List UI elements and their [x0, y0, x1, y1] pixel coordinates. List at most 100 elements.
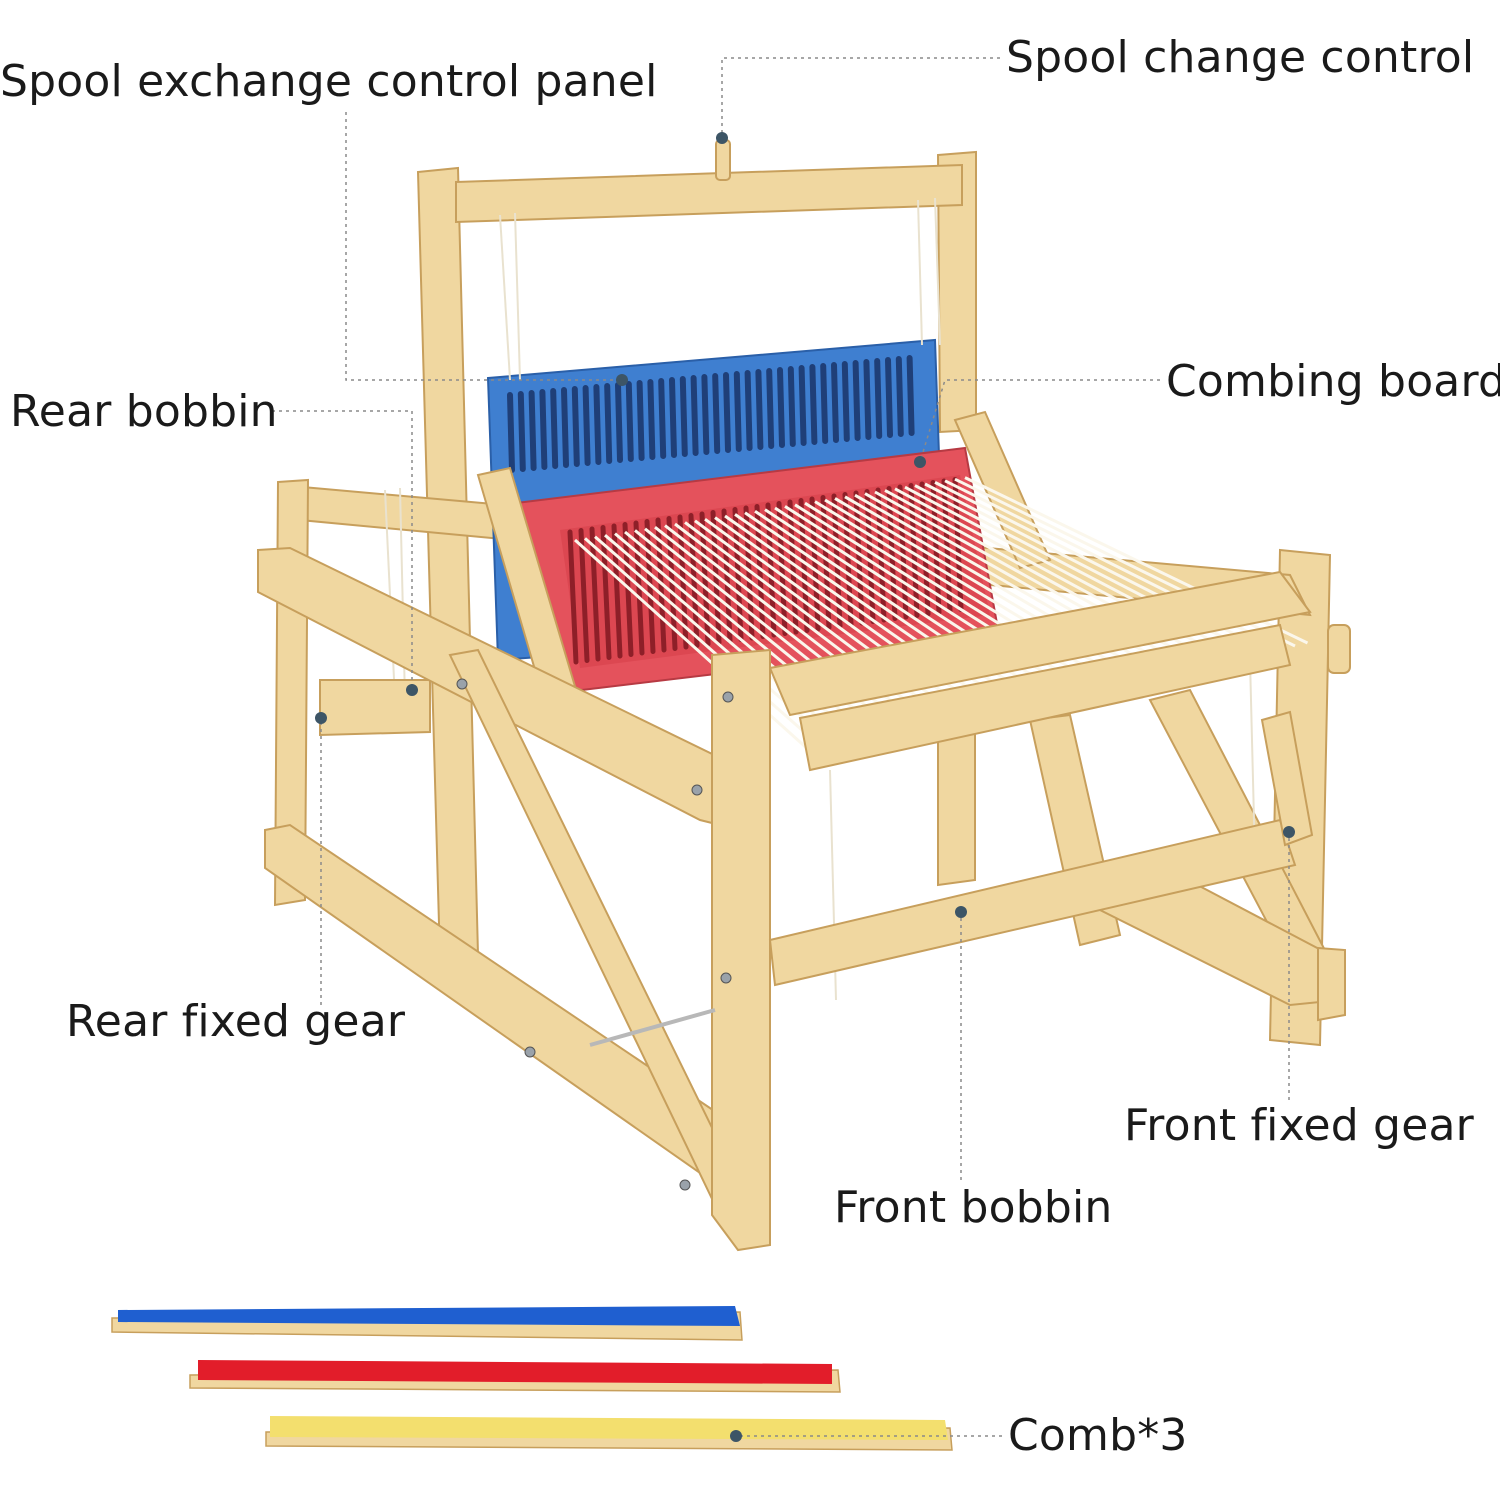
blue-comb-tooth — [733, 371, 742, 452]
label-front-bobbin: Front bobbin — [834, 1182, 1113, 1233]
front-gear-bracket — [1260, 710, 1314, 847]
front-top-rail — [768, 570, 1312, 717]
red-comb-tooth — [765, 502, 777, 638]
blue-comb-tooth — [625, 381, 634, 462]
warp-thread — [584, 537, 834, 759]
red-comb-tooth — [809, 496, 821, 632]
dot-spool-change-control — [716, 132, 728, 144]
warp-thread — [704, 517, 984, 723]
front-bobbin-rod — [768, 818, 1297, 987]
warp-thread — [654, 526, 921, 738]
red-comb-tooth — [578, 528, 590, 663]
dot-rear-fixed-gear — [315, 712, 327, 724]
label-comb-count: Comb*3 — [1008, 1410, 1188, 1461]
blue-comb-tooth — [809, 364, 818, 445]
red-comb-tooth — [611, 523, 623, 659]
blue-comb-tooth — [593, 384, 602, 465]
blue-comb-tooth — [647, 379, 656, 460]
leader-combing-board — [919, 379, 1160, 463]
label-spool-change-control: Spool change control — [1006, 32, 1475, 83]
metal-rod — [589, 1008, 716, 1047]
blue-comb-tooth — [712, 373, 721, 454]
red-comb-tooth — [908, 483, 920, 618]
blue-comb-tooth — [766, 368, 775, 449]
blue-comb-tooth — [831, 362, 839, 443]
red-comb-tooth — [787, 499, 799, 635]
red-comb-tooth — [897, 484, 909, 620]
blue-comb-tooth — [744, 370, 753, 451]
blue-comb-tooth — [679, 376, 688, 457]
blue-comb-tooth — [852, 360, 861, 441]
blue-comb-tooth — [571, 386, 580, 467]
label-spool-exchange-control-panel: Spool exchange control panel — [0, 56, 658, 107]
dot-comb — [730, 1430, 742, 1442]
blue-comb-tooth — [507, 392, 515, 473]
blue-comb-tooth — [701, 374, 710, 455]
blue-comb-tooth — [906, 355, 915, 436]
red-comb-tooth — [589, 526, 601, 662]
blue-comb-tooth — [539, 389, 548, 470]
red-comb-tooth — [600, 525, 612, 660]
blue-comb-tooth — [582, 385, 591, 466]
red-comb-tooth — [831, 493, 843, 629]
blue-comb-tooth — [885, 357, 893, 438]
dot-combing-board — [914, 456, 926, 468]
warp-thread — [694, 519, 971, 726]
warp-thread — [573, 538, 822, 762]
spool-change-peg — [715, 139, 731, 181]
blue-comb-tooth — [690, 375, 699, 456]
leader-rear-bobbin — [272, 410, 413, 690]
red-comb-tooth — [567, 529, 579, 665]
front-right-foot — [1317, 946, 1346, 1022]
red-comb-tooth — [754, 504, 766, 639]
blue-comb-tooth — [658, 378, 667, 459]
warp-thread — [664, 524, 934, 735]
red-comb-tooth — [919, 481, 931, 617]
blue-comb-tooth — [841, 361, 850, 442]
blue-comb-tooth — [636, 380, 645, 461]
screws — [456, 678, 734, 1191]
leader-lines — [272, 57, 1290, 1437]
blue-comb-tooth — [895, 356, 904, 437]
blue-comb-tooth — [874, 358, 883, 439]
blue-comb-tooth — [615, 382, 623, 463]
blue-comb-tooth — [755, 369, 764, 450]
label-combing-board: Combing board — [1166, 356, 1500, 407]
label-rear-bobbin: Rear bobbin — [10, 386, 278, 437]
dot-spool-exchange-panel — [616, 374, 628, 386]
warp-thread — [684, 521, 959, 729]
front-right-post — [937, 726, 976, 887]
blue-comb-tooth — [787, 366, 796, 447]
blue-comb-tooth — [550, 388, 559, 469]
comb-blue — [111, 1306, 743, 1341]
dot-front-fixed-gear — [1283, 826, 1295, 838]
front-frame — [257, 546, 1351, 1252]
warp-thread — [674, 522, 946, 732]
blue-comb-tooth — [669, 377, 677, 458]
front-beam — [798, 623, 1292, 772]
warp-thread — [644, 527, 909, 741]
blue-comb-tooth — [723, 372, 731, 453]
label-rear-fixed-gear: Rear fixed gear — [66, 996, 406, 1047]
red-comb-tooth — [820, 495, 832, 630]
comb-yellow — [265, 1416, 953, 1451]
comb-red — [189, 1360, 841, 1393]
leader-spool-change-control — [721, 57, 1000, 138]
red-comb-tooth — [776, 501, 788, 636]
front-left-leg — [711, 648, 771, 1252]
leader-spool-exchange-panel — [345, 112, 622, 381]
left-upright-post — [416, 166, 480, 962]
blue-comb-tooth — [517, 391, 526, 472]
red-comb-tooth — [886, 486, 898, 621]
dot-front-bobbin — [955, 906, 967, 918]
warp-thread — [634, 529, 896, 744]
right-side-knob — [1327, 624, 1351, 674]
blue-comb-tooth — [528, 390, 537, 471]
blue-comb-tooth — [561, 387, 569, 468]
dot-rear-bobbin — [406, 684, 418, 696]
blue-comb-tooth — [820, 363, 829, 444]
marker-dots — [315, 132, 1295, 1442]
blue-comb-tooth — [604, 383, 613, 464]
